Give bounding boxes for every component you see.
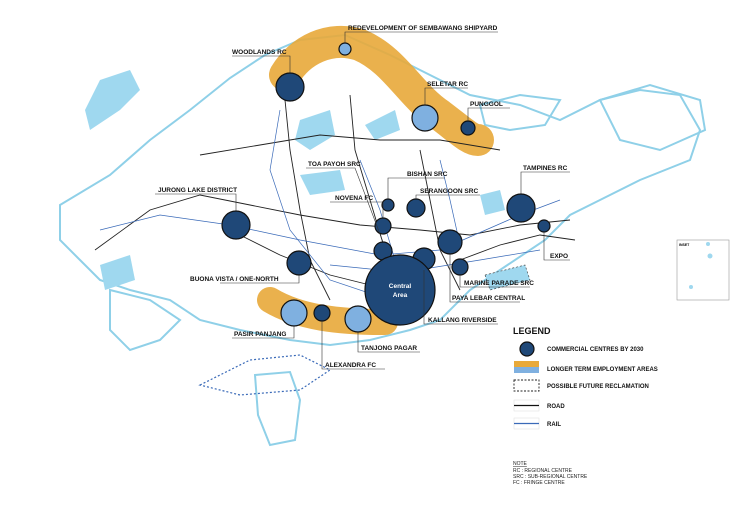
- centre-buona-vista[interactable]: [286, 250, 312, 276]
- legend-title: LEGEND: [513, 326, 551, 336]
- legend-item: COMMERCIAL CENTRES BY 2030: [547, 347, 644, 353]
- label-jurong: JURONG LAKE DISTRICT: [158, 187, 237, 194]
- note-line: RC : REGIONAL CENTRE: [513, 468, 573, 474]
- label-expo: EXPO: [550, 253, 568, 260]
- southern-islands: [253, 370, 302, 447]
- inset-label: INSET: [679, 243, 690, 247]
- centre-alexandra[interactable]: [313, 304, 331, 322]
- centre-paya-lebar[interactable]: [437, 229, 463, 255]
- centre-woodlands[interactable]: [275, 72, 305, 102]
- legend-item: LONGER TERM EMPLOYMENT AREAS: [547, 367, 658, 373]
- centre-punggol[interactable]: [460, 120, 476, 136]
- centre-serangoon[interactable]: [406, 198, 426, 218]
- label-pasir-panjang: PASIR PANJANG: [234, 331, 287, 338]
- legend-item: RAIL: [547, 422, 561, 428]
- roads: [94, 94, 576, 301]
- centre-marine-parade[interactable]: [451, 258, 469, 276]
- reservoir: [295, 110, 335, 150]
- centre-jurong[interactable]: [221, 210, 251, 240]
- central-area-label: Central: [389, 283, 412, 290]
- label-tanjong-pagar: TANJONG PAGAR: [361, 345, 417, 352]
- possible-reclamation-east: [484, 264, 531, 291]
- legend-commercial-swatch: [519, 341, 535, 357]
- label-marine-parade: MARINE PARADE SRC: [464, 280, 534, 287]
- jurong-island: [109, 288, 182, 352]
- centre-expo[interactable]: [537, 219, 551, 233]
- reservoir: [365, 110, 400, 140]
- reservoir: [85, 70, 140, 130]
- label-kallang: KALLANG RIVERSIDE: [428, 317, 497, 324]
- legend: LEGEND COMMERCIAL CENTRES BY 2030 LONGER…: [513, 326, 658, 430]
- label-tampines: TAMPINES RC: [523, 165, 568, 172]
- legend-employment-swatch: [514, 361, 539, 367]
- inset-map: INSET: [676, 239, 730, 301]
- employment-area-north: [269, 25, 494, 156]
- centre-seletar[interactable]: [411, 104, 439, 132]
- reservoir: [480, 190, 505, 215]
- centre-novena[interactable]: [374, 217, 392, 235]
- legend-item: POSSIBLE FUTURE RECLAMATION: [547, 384, 649, 390]
- label-woodlands: WOODLANDS RC: [232, 49, 287, 56]
- note-title: NOTE: [513, 461, 528, 467]
- note-line: FC : FRINGE CENTRE: [513, 480, 565, 486]
- label-paya-lebar: PAYA LEBAR CENTRAL: [452, 295, 525, 302]
- pulau-tekong: [598, 83, 707, 152]
- label-bishan: BISHAN SRC: [407, 171, 448, 178]
- label-serangoon: SERANGOON SRC: [420, 188, 478, 195]
- label-buona-vista: BUONA VISTA / ONE-NORTH: [190, 276, 279, 283]
- label-alexandra: ALEXANDRA FC: [325, 362, 376, 369]
- centre-tanjong-pagar[interactable]: [344, 305, 372, 333]
- centre-bishan[interactable]: [381, 198, 395, 212]
- centre-tampines[interactable]: [506, 193, 536, 223]
- note: NOTE RC : REGIONAL CENTRE SRC : SUB-REGI…: [513, 461, 588, 486]
- label-novena: NOVENA FC: [335, 195, 373, 202]
- label-punggol: PUNGGOL: [470, 101, 503, 108]
- legend-employment-swatch-blue: [514, 367, 539, 373]
- reservoir: [300, 170, 345, 195]
- centre-pasir-panjang[interactable]: [280, 299, 308, 327]
- label-seletar: SELETAR RC: [427, 81, 468, 88]
- pulau-ubin: [478, 93, 562, 132]
- legend-reclamation-swatch: [513, 379, 540, 392]
- central-area-label: Area: [393, 292, 408, 299]
- note-line: SRC : SUB-REGIONAL CENTRE: [513, 474, 588, 480]
- centre-central-area[interactable]: [364, 254, 436, 326]
- label-toa-payoh: TOA PAYOH SRC: [308, 161, 361, 168]
- centre-sembawang[interactable]: [338, 42, 352, 56]
- reservoir: [100, 255, 135, 290]
- legend-item: ROAD: [547, 404, 565, 410]
- label-sembawang: REDEVELOPMENT OF SEMBAWANG SHIPYARD: [348, 25, 498, 32]
